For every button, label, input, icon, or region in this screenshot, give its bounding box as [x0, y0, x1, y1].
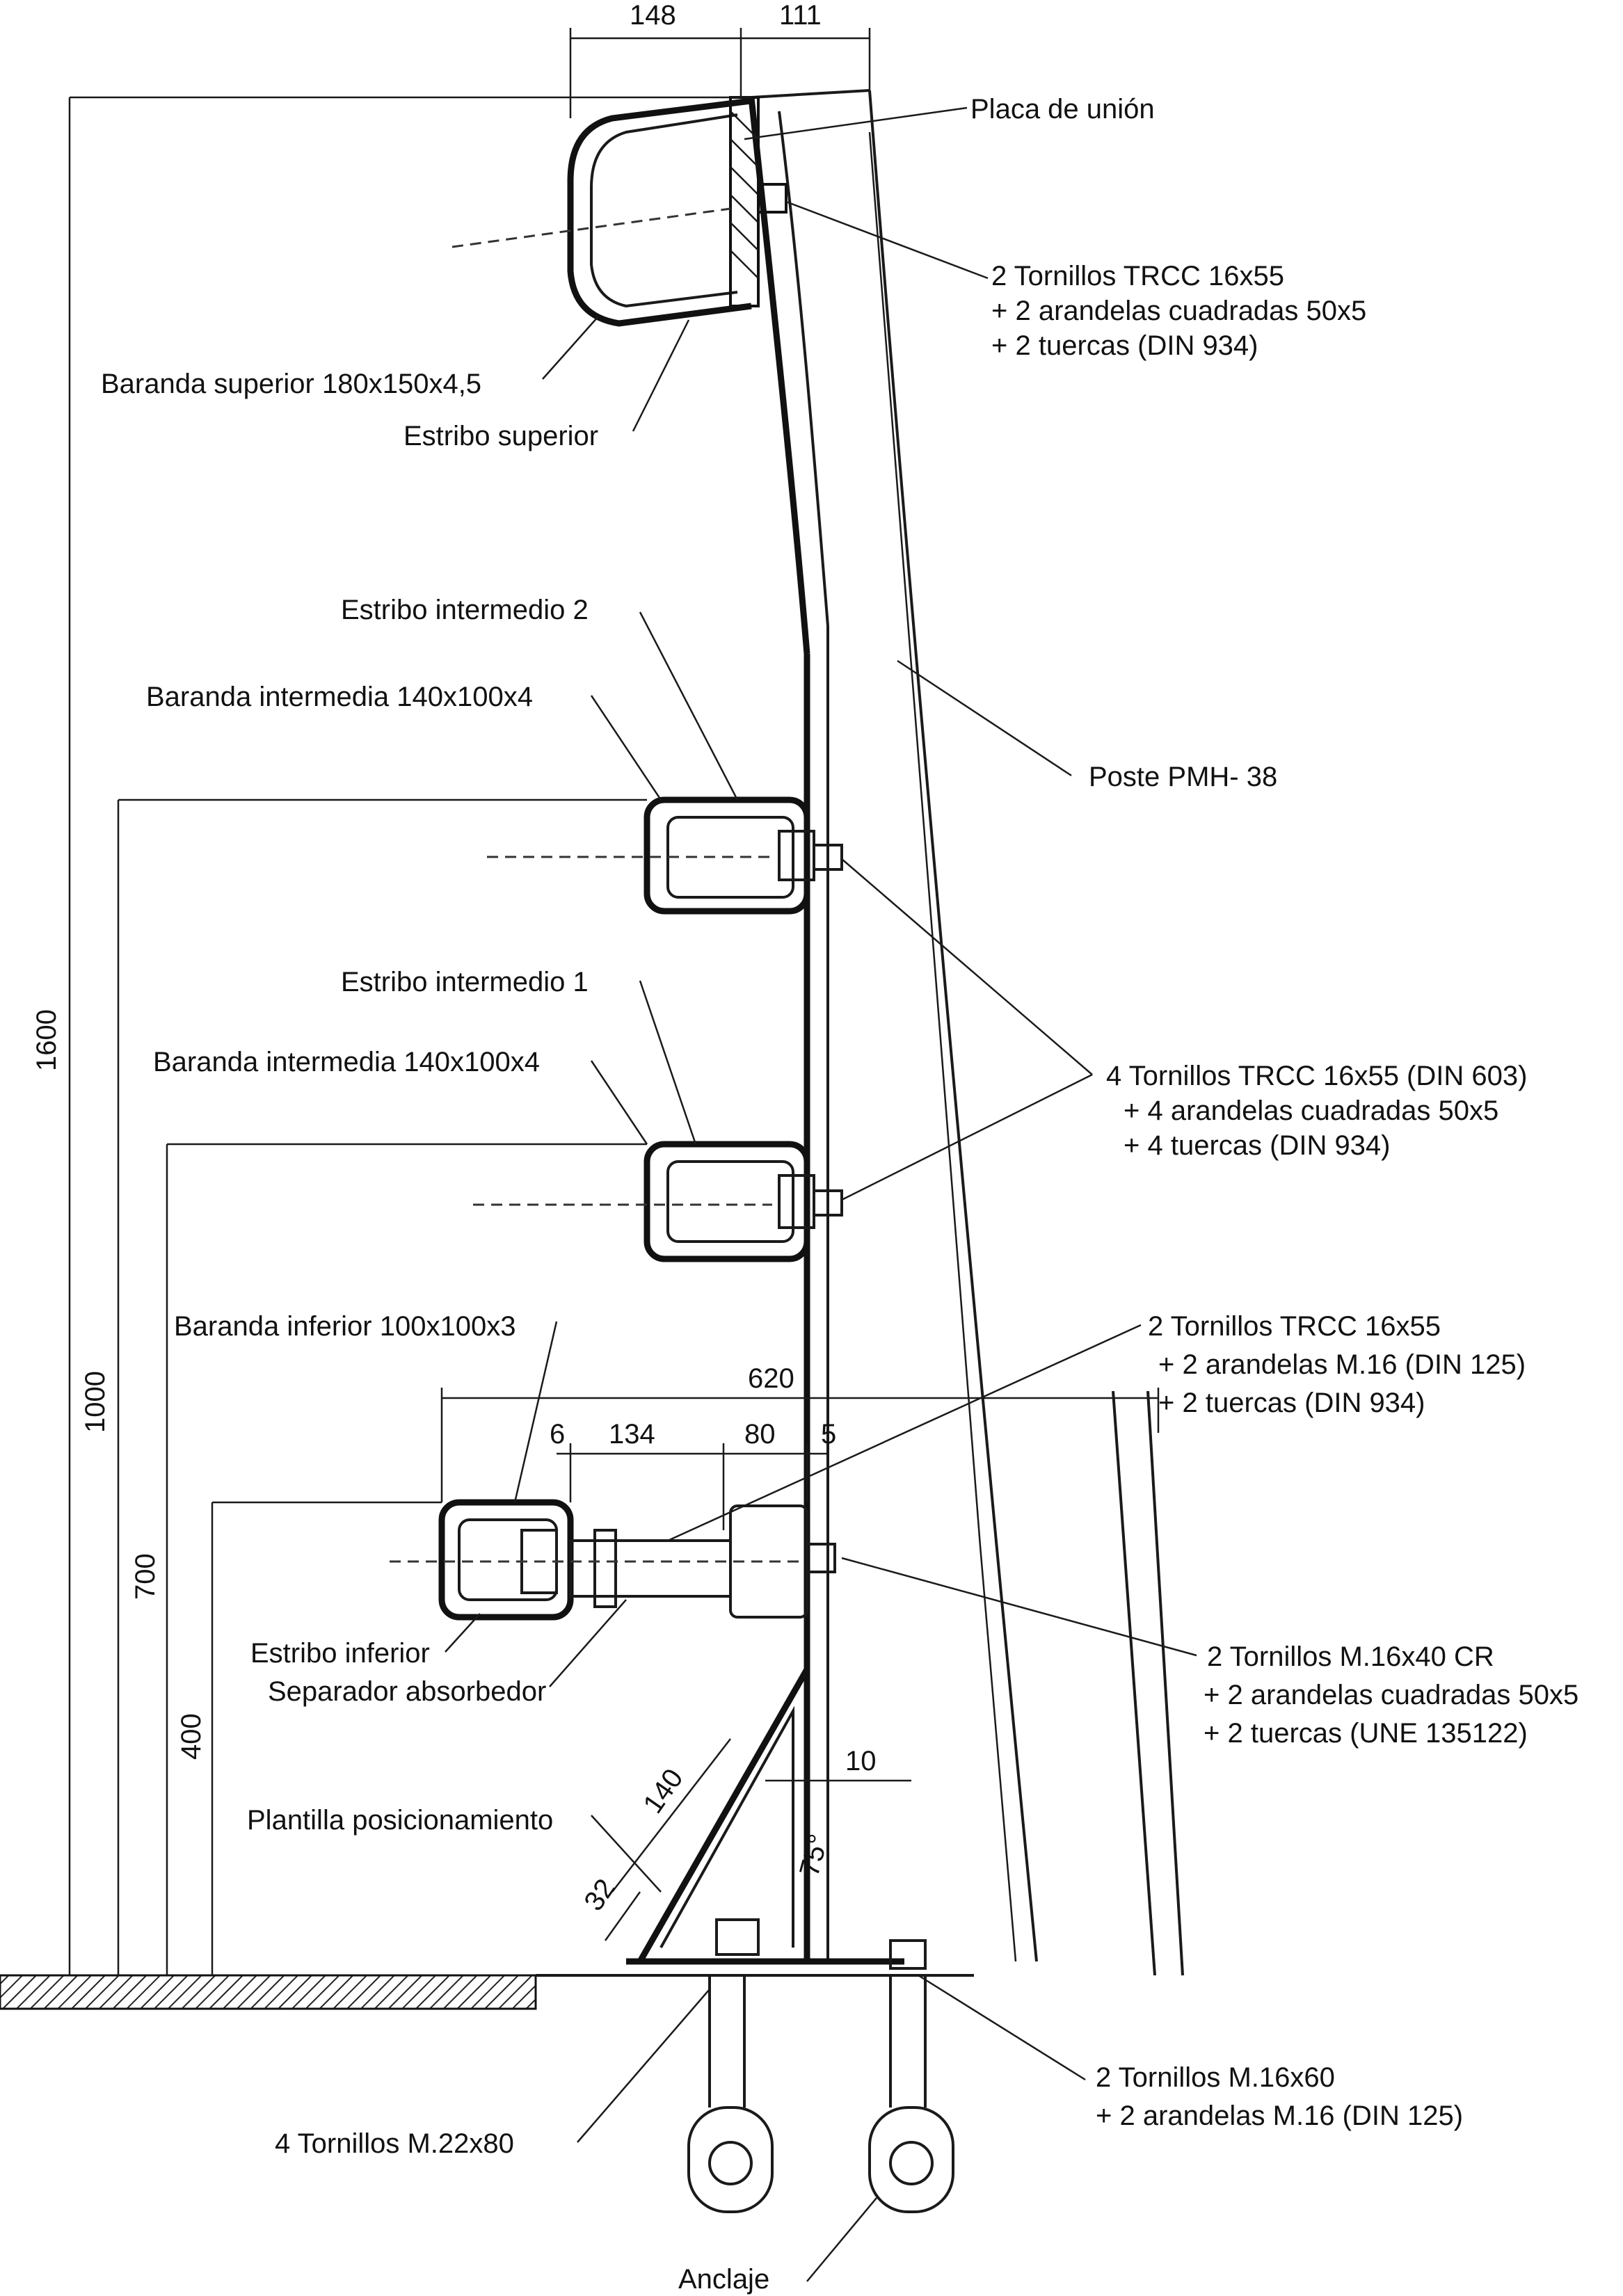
label-estribo-intermedio-1: Estribo intermedio 1 [341, 967, 589, 997]
label-estribo-superior: Estribo superior [403, 421, 598, 451]
label-baranda-intermedia-b: Baranda intermedia 140x100x4 [153, 1047, 540, 1077]
label-separador: Separador absorbedor [268, 1676, 546, 1707]
label-tornillos-m22: 4 Tornillos M.22x80 [275, 2128, 514, 2159]
label-tornillos-top-1: 2 Tornillos TRCC 16x55 [991, 261, 1284, 291]
dim-140: 140 [637, 1763, 689, 1819]
label-tornillos-mid-1: 4 Tornillos TRCC 16x55 (DIN 603) [1106, 1061, 1527, 1091]
label-tornillos-top-2: + 2 arandelas cuadradas 50x5 [991, 296, 1366, 326]
label-baranda-intermedia-a: Baranda intermedia 140x100x4 [146, 682, 533, 712]
dimension-lines [68, 28, 1160, 1975]
anchors [687, 1975, 954, 2213]
post [748, 89, 1184, 1976]
ground-hatch [0, 1974, 537, 2010]
label-tornillos-m16x40-2: + 2 arandelas cuadradas 50x5 [1204, 1680, 1578, 1710]
label-tornillos-m16x60-2: + 2 arandelas M.16 (DIN 125) [1096, 2101, 1463, 2131]
label-tornillos-m16x40-3: + 2 tuercas (UNE 135122) [1204, 1718, 1528, 1749]
dim-1600: 1600 [31, 1009, 62, 1071]
label-plantilla: Plantilla posicionamiento [247, 1805, 553, 1836]
dim-620: 620 [748, 1363, 794, 1394]
label-tornillos-low-3: + 2 tuercas (DIN 934) [1158, 1388, 1425, 1418]
dim-111: 111 [779, 0, 822, 31]
dim-5: 5 [821, 1419, 836, 1450]
dim-134: 134 [609, 1419, 655, 1450]
label-placa-union: Placa de unión [970, 94, 1155, 125]
label-anclaje: Anclaje [678, 2264, 769, 2295]
intermediate-rail-2 [487, 796, 843, 915]
label-baranda-superior: Baranda superior 180x150x4,5 [101, 369, 481, 399]
label-estribo-inferior: Estribo inferior [250, 1638, 430, 1669]
label-tornillos-low-2: + 2 arandelas M.16 (DIN 125) [1158, 1349, 1526, 1380]
label-baranda-inferior: Baranda inferior 100x100x3 [174, 1311, 515, 1342]
top-rail [451, 96, 787, 327]
dim-10: 10 [845, 1746, 877, 1776]
dim-700: 700 [130, 1553, 161, 1600]
label-tornillos-low-1: 2 Tornillos TRCC 16x55 [1148, 1311, 1441, 1342]
intermediate-rail-1 [473, 1141, 843, 1262]
base-bracket [626, 1657, 927, 1970]
label-poste: Poste PMH- 38 [1089, 762, 1277, 792]
dim-400: 400 [176, 1713, 207, 1760]
label-tornillos-m16x40-1: 2 Tornillos M.16x40 CR [1207, 1641, 1494, 1672]
label-tornillos-mid-3: + 4 tuercas (DIN 934) [1124, 1130, 1391, 1161]
label-tornillos-top-3: + 2 tuercas (DIN 934) [991, 330, 1258, 361]
dim-148: 148 [630, 0, 676, 31]
lower-rail [390, 1499, 836, 1621]
dim-32: 32 [578, 1873, 621, 1916]
label-tornillos-mid-2: + 4 arandelas cuadradas 50x5 [1124, 1095, 1498, 1126]
leader-lines [445, 106, 1197, 2282]
dim-80: 80 [744, 1419, 776, 1450]
dim-6: 6 [550, 1419, 565, 1450]
label-estribo-intermedio-2: Estribo intermedio 2 [341, 595, 589, 625]
dim-1000: 1000 [80, 1371, 111, 1433]
label-tornillos-m16x60-1: 2 Tornillos M.16x60 [1096, 2062, 1335, 2093]
